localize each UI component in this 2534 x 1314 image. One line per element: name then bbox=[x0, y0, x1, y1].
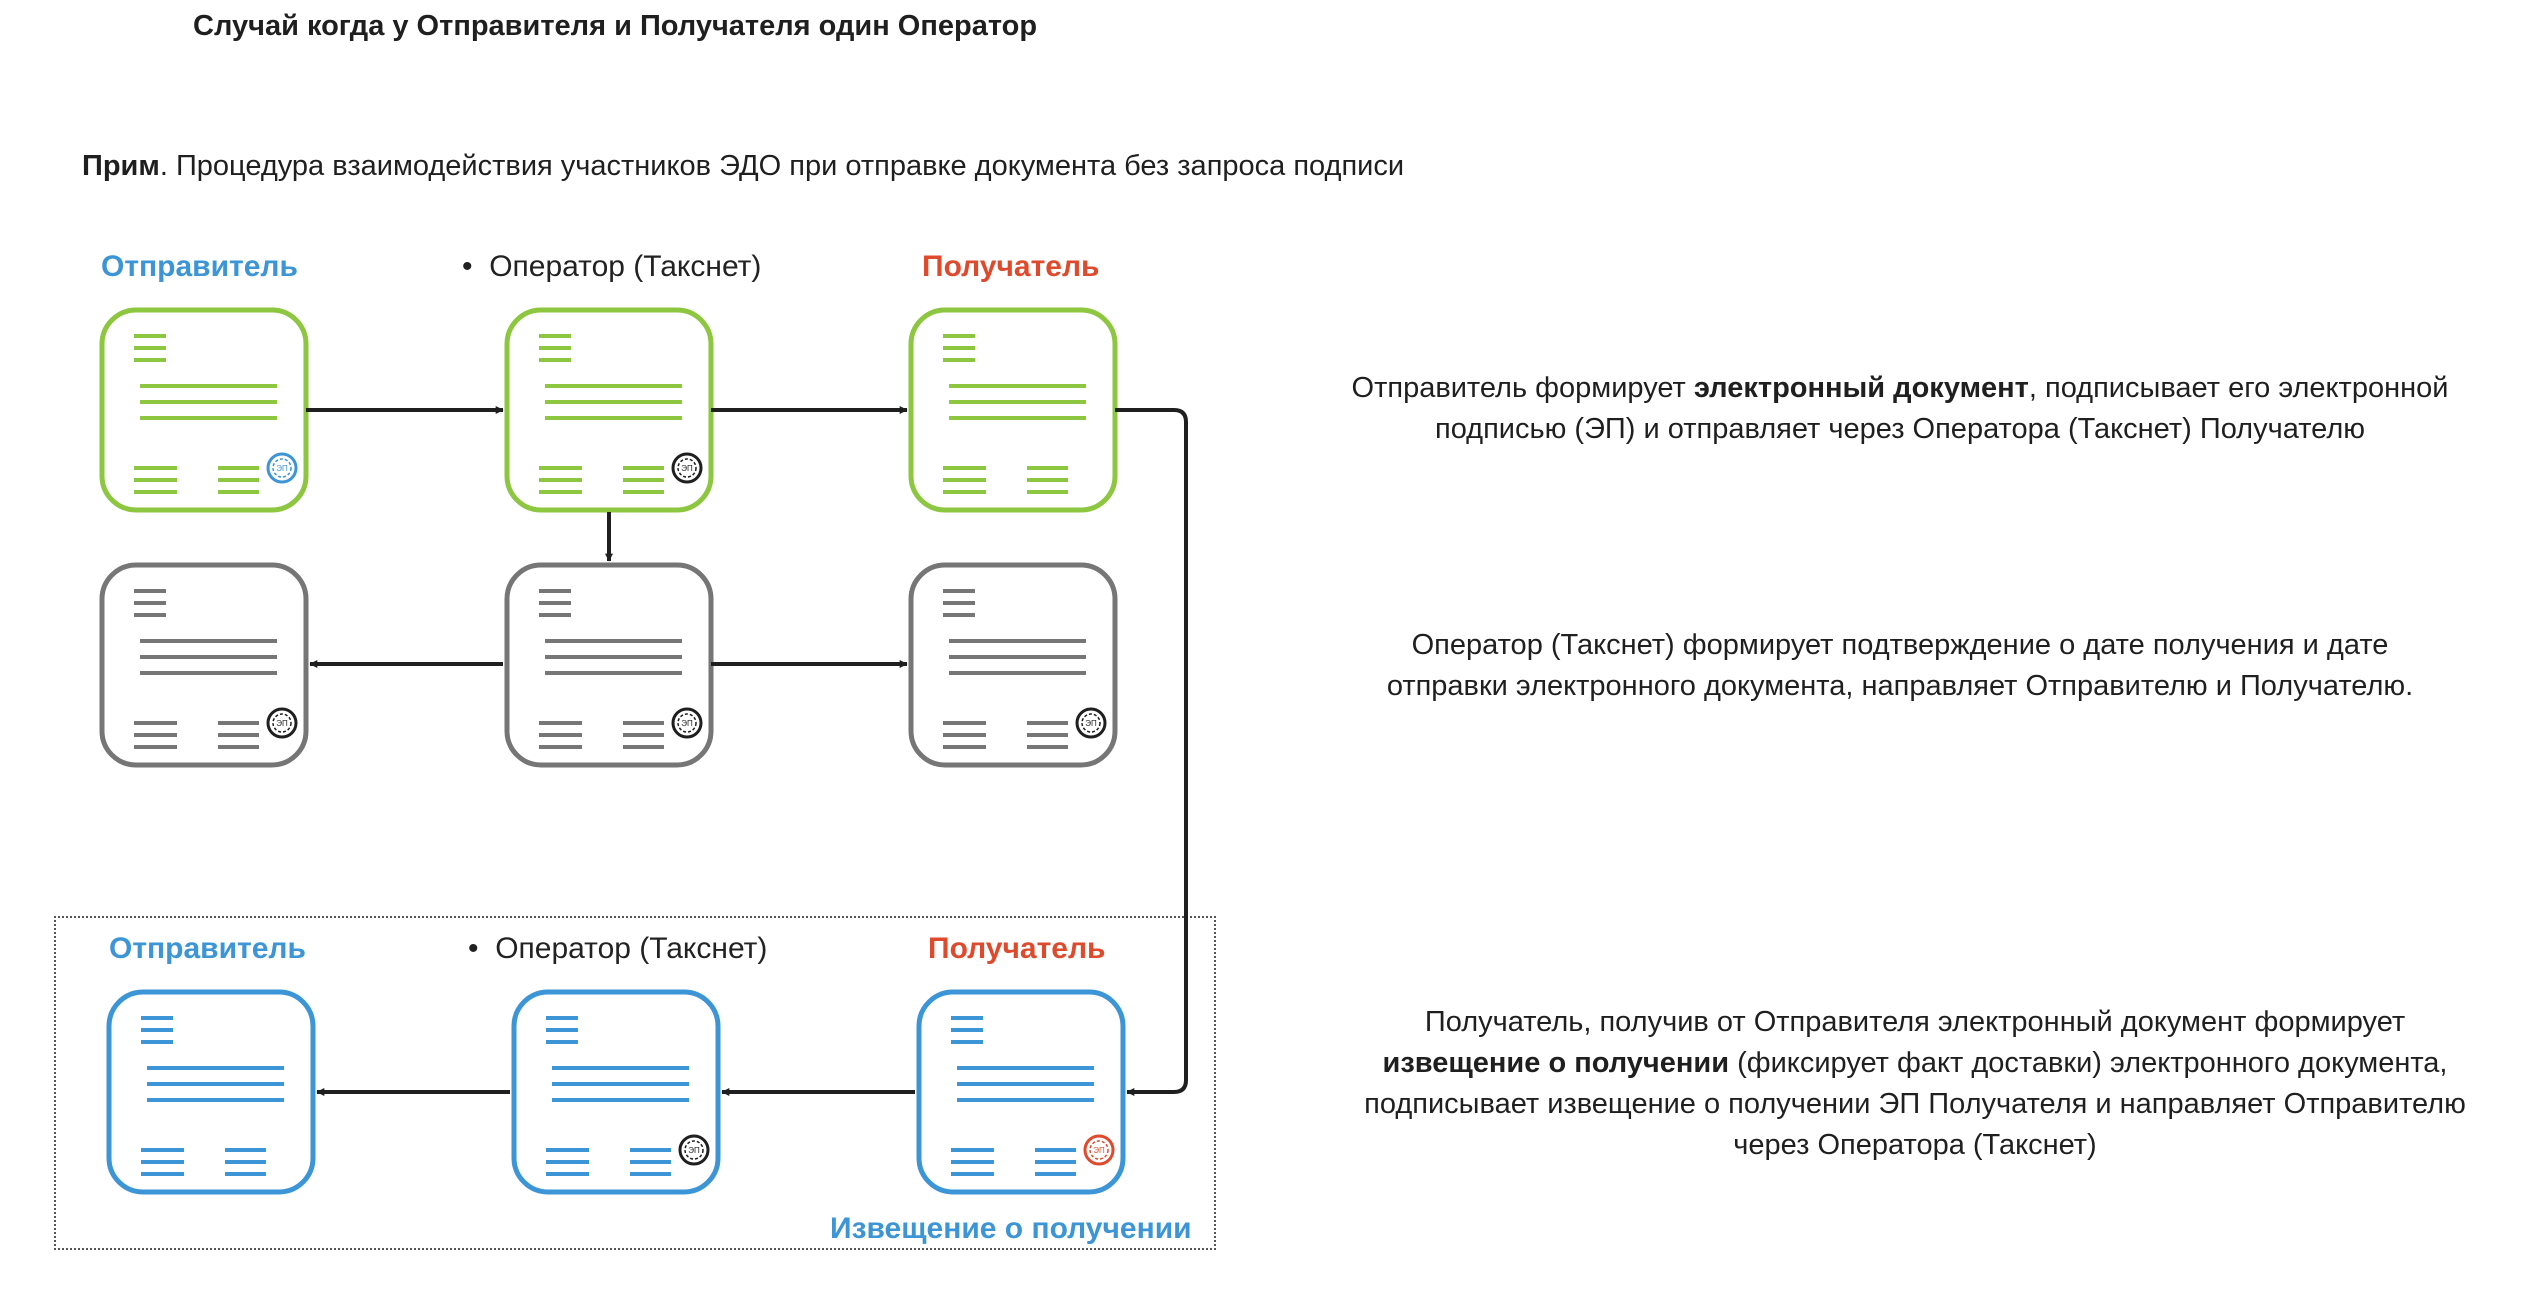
confirmation-receiver: ЭП bbox=[908, 562, 1118, 768]
procedure-note: Прим. Процедура взаимодействия участнико… bbox=[82, 150, 1404, 183]
operator-header-notice-label: Оператор (Такснет) bbox=[495, 932, 768, 965]
step2-line1: Оператор (Такснет) формирует подтвержден… bbox=[1411, 629, 2389, 661]
step3-line1: Получатель, получив от Отправителя элект… bbox=[1424, 1006, 2406, 1038]
step3-description: Получатель, получив от Отправителя элект… bbox=[1325, 1002, 2505, 1166]
confirmation-sender: ЭП bbox=[99, 562, 309, 768]
operator-header-label: Оператор (Такснет) bbox=[489, 250, 762, 283]
document-sender-signed: ЭП bbox=[99, 307, 309, 513]
signature-seal-icon: ЭП bbox=[266, 452, 298, 484]
document-operator: ЭП bbox=[504, 307, 714, 513]
step2-line2: отправки электронного документа, направл… bbox=[1386, 670, 2414, 702]
signature-seal-icon: ЭП bbox=[678, 1134, 710, 1166]
documents-layer: ЭП ЭП ЭП ЭП ЭП ЭП ЭП bbox=[99, 307, 1126, 1195]
notice-receiver: ЭП bbox=[916, 989, 1126, 1195]
sender-header: Отправитель bbox=[101, 250, 298, 283]
step3-line2-post: (фиксирует факт доставки) электронного д… bbox=[1729, 1047, 2448, 1079]
notice-caption: Извещение о получении bbox=[830, 1212, 1192, 1245]
seal-label: ЭП bbox=[688, 1146, 700, 1155]
document-receiver bbox=[908, 307, 1118, 513]
page-title: Случай когда у Отправителя и Получателя … bbox=[193, 10, 1038, 42]
signature-seal-icon: ЭП bbox=[1083, 1134, 1115, 1166]
note-label: Прим bbox=[82, 150, 160, 182]
sender-header-notice: Отправитель bbox=[109, 932, 306, 965]
notice-operator: ЭП bbox=[511, 989, 721, 1195]
step1-pre: Отправитель формирует bbox=[1351, 372, 1694, 404]
step1-line1: Отправитель формирует электронный докуме… bbox=[1325, 368, 2475, 409]
signature-seal-icon: ЭП bbox=[266, 707, 298, 739]
seal-label: ЭП bbox=[681, 464, 693, 473]
step1-bold: электронный документ bbox=[1693, 372, 2029, 404]
step3-bold: извещение о получении bbox=[1382, 1047, 1730, 1079]
bullet-icon: • bbox=[462, 250, 473, 283]
bullet-icon: • bbox=[468, 932, 479, 965]
seal-label: ЭП bbox=[1093, 1146, 1105, 1155]
arrows-layer bbox=[306, 406, 1188, 1096]
seal-label: ЭП bbox=[681, 719, 693, 728]
signature-seal-icon: ЭП bbox=[671, 452, 703, 484]
note-text: . Процедура взаимодействия участников ЭД… bbox=[159, 150, 1405, 182]
signature-seal-icon: ЭП bbox=[1075, 707, 1107, 739]
arrow-receiver-to-notice bbox=[1115, 408, 1188, 1096]
notice-sender bbox=[106, 989, 316, 1195]
receiver-header: Получатель bbox=[922, 250, 1100, 283]
seal-label: ЭП bbox=[1085, 719, 1097, 728]
step3-line2: извещение о получении (фиксирует факт до… bbox=[1325, 1043, 2505, 1084]
step3-line4: через Оператора (Такснет) bbox=[1733, 1129, 2097, 1161]
signature-seal-icon: ЭП bbox=[671, 707, 703, 739]
receiver-header-notice: Получатель bbox=[928, 932, 1106, 965]
operator-header: • Оператор (Такснет) bbox=[462, 250, 761, 284]
confirmation-operator: ЭП bbox=[504, 562, 714, 768]
operator-header-notice: • Оператор (Такснет) bbox=[468, 932, 767, 966]
step1-post: , подписывает его электронной bbox=[2028, 372, 2449, 404]
step1-description: Отправитель формирует электронный докуме… bbox=[1325, 368, 2475, 450]
step3-line3: подписывает извещение о получении ЭП Пол… bbox=[1364, 1088, 2466, 1120]
step1-line2: подписью (ЭП) и отправляет через Операто… bbox=[1434, 413, 2365, 445]
seal-label: ЭП bbox=[276, 464, 288, 473]
notice-group-frame bbox=[54, 916, 1216, 1250]
step2-description: Оператор (Такснет) формирует подтвержден… bbox=[1325, 625, 2475, 707]
seal-label: ЭП bbox=[276, 719, 288, 728]
